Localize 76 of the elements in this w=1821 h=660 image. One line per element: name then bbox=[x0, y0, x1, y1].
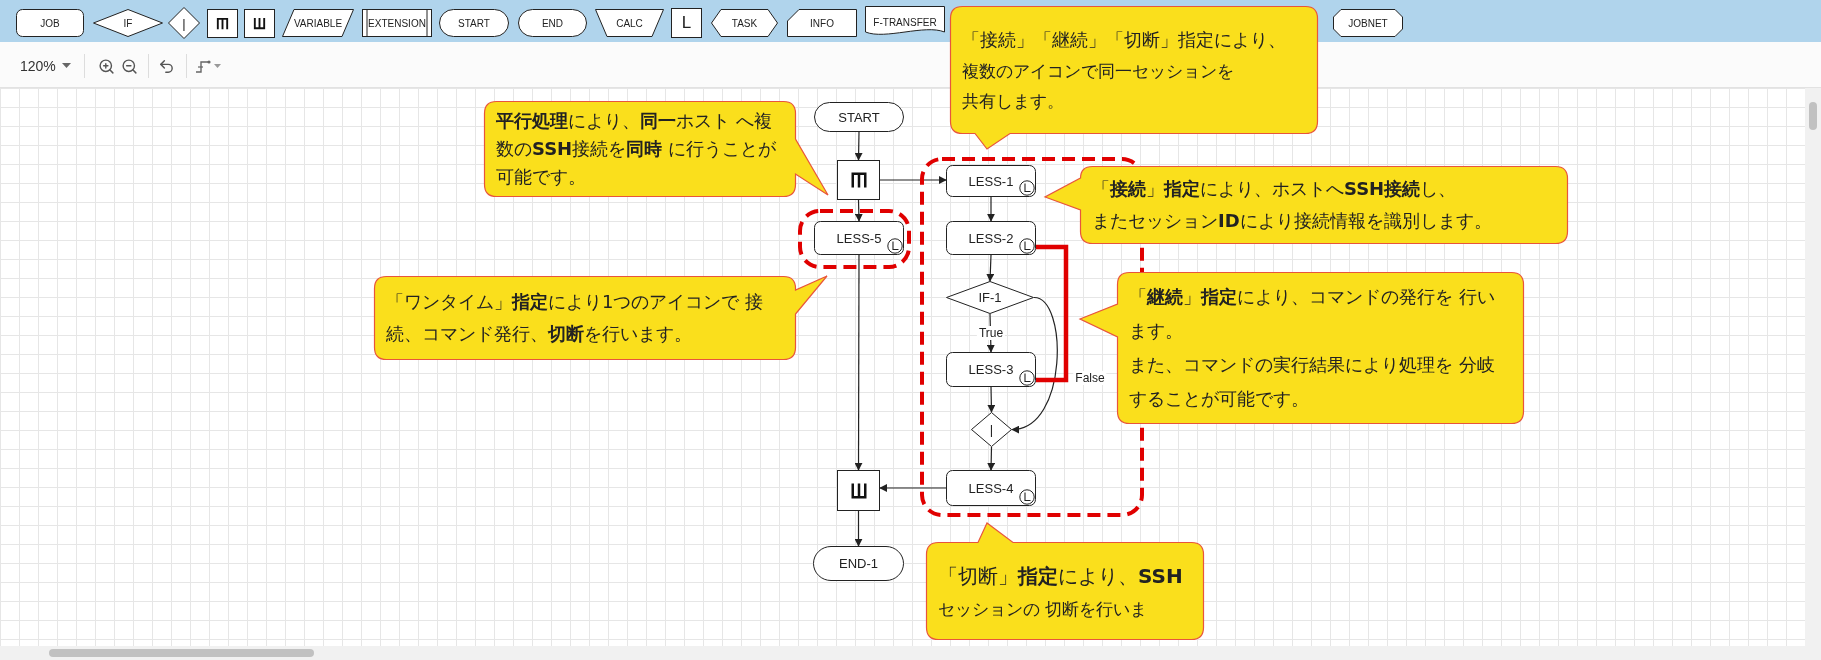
node-label: EXTENSION bbox=[368, 17, 426, 29]
node-label: END-1 bbox=[839, 556, 878, 571]
callout-bubble bbox=[374, 276, 827, 360]
palette-shape bbox=[362, 9, 432, 37]
node-label: | bbox=[182, 15, 186, 31]
connector-arrow bbox=[854, 131, 863, 161]
callout-bubble bbox=[484, 101, 828, 197]
connector-arrow bbox=[879, 176, 947, 184]
connector-arrow bbox=[1011, 296, 1058, 433]
process-box bbox=[814, 221, 904, 255]
palette-shape bbox=[282, 9, 354, 37]
node-label: LESS-5 bbox=[836, 230, 882, 246]
node-label: | bbox=[989, 422, 994, 437]
node-label: IF bbox=[123, 17, 133, 29]
callout-text: 「ワンタイム」指定により1つのアイコンで 接続、コマンド発行、切断を行います。 bbox=[386, 290, 765, 346]
palette-shape bbox=[207, 9, 238, 38]
process-box bbox=[946, 470, 1036, 506]
node-label: LESS-3 bbox=[968, 362, 1014, 377]
node-label: LESS-4 bbox=[968, 480, 1014, 496]
connector-arrow bbox=[987, 196, 995, 222]
callout-heading: 「接続」「継続」「切断」指定により、 bbox=[962, 28, 1287, 52]
node-label: L bbox=[681, 13, 692, 33]
decision-diamond bbox=[946, 281, 1034, 314]
palette-shape bbox=[16, 9, 84, 37]
node-label: IF-1 bbox=[978, 290, 1002, 305]
connector-arrow bbox=[986, 254, 995, 282]
connector-arrow bbox=[854, 199, 863, 222]
connector-arrow bbox=[854, 254, 863, 471]
palette-shape bbox=[93, 9, 163, 37]
merge-diamond bbox=[971, 412, 1012, 447]
callout-text: セッションの 切断を行いま bbox=[938, 598, 1149, 621]
callout-heading: 「切断」指定により、SSH bbox=[938, 563, 1184, 590]
parallel-box bbox=[837, 470, 880, 511]
terminal-box bbox=[813, 546, 904, 581]
node-label: CALC bbox=[616, 17, 643, 29]
palette-shape bbox=[595, 9, 664, 37]
node-label: TASK bbox=[731, 17, 758, 29]
node-label: VARIABLE bbox=[293, 17, 343, 29]
palette-shape bbox=[671, 8, 702, 38]
process-box bbox=[946, 165, 1036, 197]
node-label: LESS-2 bbox=[968, 230, 1014, 246]
node-label: JOBNET bbox=[1348, 17, 1388, 29]
callout-text: 「継続」指定により、コマンドの発行を 行います。 bbox=[1129, 285, 1496, 343]
node-label: F-TRANSFER bbox=[873, 16, 937, 28]
node-label: START bbox=[838, 109, 880, 125]
callout-text: 平行処理により、同一ホスト へ複数のSSH接続を同時 に行うことが可能です。 bbox=[496, 109, 777, 189]
zoom-level-dropdown: 120% bbox=[14, 54, 77, 78]
connector-arrow bbox=[879, 484, 947, 492]
callout-text: 「接続」指定により、ホストへSSH接続し、 bbox=[1092, 177, 1458, 201]
edge-label: False bbox=[1073, 371, 1107, 385]
callout-text: 複数のアイコンで同一セッションを共有します。 bbox=[962, 60, 1235, 113]
node-label: START bbox=[458, 17, 490, 29]
parallel-box bbox=[837, 160, 880, 200]
palette-shape bbox=[865, 6, 945, 38]
palette-shape bbox=[518, 9, 587, 37]
palette-shape bbox=[439, 9, 509, 37]
dashed-region bbox=[798, 209, 911, 269]
connector-arrow bbox=[987, 386, 996, 413]
edge-label: True bbox=[976, 326, 1006, 340]
node-label: LESS-1 bbox=[968, 173, 1014, 189]
node-label: JOB bbox=[40, 17, 60, 29]
palette-shape bbox=[168, 7, 200, 39]
palette-shape bbox=[787, 9, 857, 37]
connector-arrow bbox=[854, 510, 863, 547]
node-label: INFO bbox=[810, 17, 834, 29]
callout-text: またセッションIDにより接続情報を識別します。 bbox=[1092, 209, 1493, 233]
terminal-box bbox=[814, 102, 904, 132]
connector-arrow bbox=[987, 446, 996, 471]
callout-text: また、コマンドの実行結果により処理を 分岐することが可能です。 bbox=[1129, 353, 1496, 411]
palette-shape bbox=[244, 9, 275, 38]
process-box bbox=[946, 352, 1036, 387]
callout-bubble bbox=[1045, 166, 1568, 244]
node-label: END bbox=[541, 17, 564, 29]
process-box bbox=[946, 221, 1036, 255]
palette-shape bbox=[1333, 9, 1403, 37]
callout-bubble bbox=[926, 523, 1204, 640]
